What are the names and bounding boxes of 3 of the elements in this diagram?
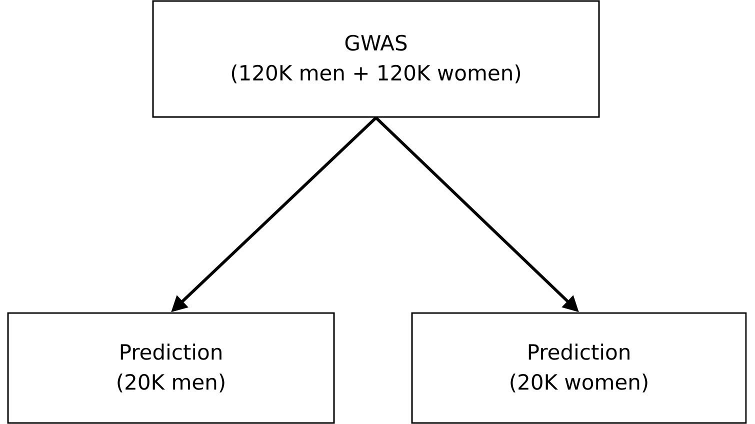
process-box: Prediction (20K men): [7, 312, 335, 424]
process-box: Prediction (20K women): [411, 312, 747, 424]
process-box: GWAS (120K men + 120K women): [152, 0, 600, 118]
